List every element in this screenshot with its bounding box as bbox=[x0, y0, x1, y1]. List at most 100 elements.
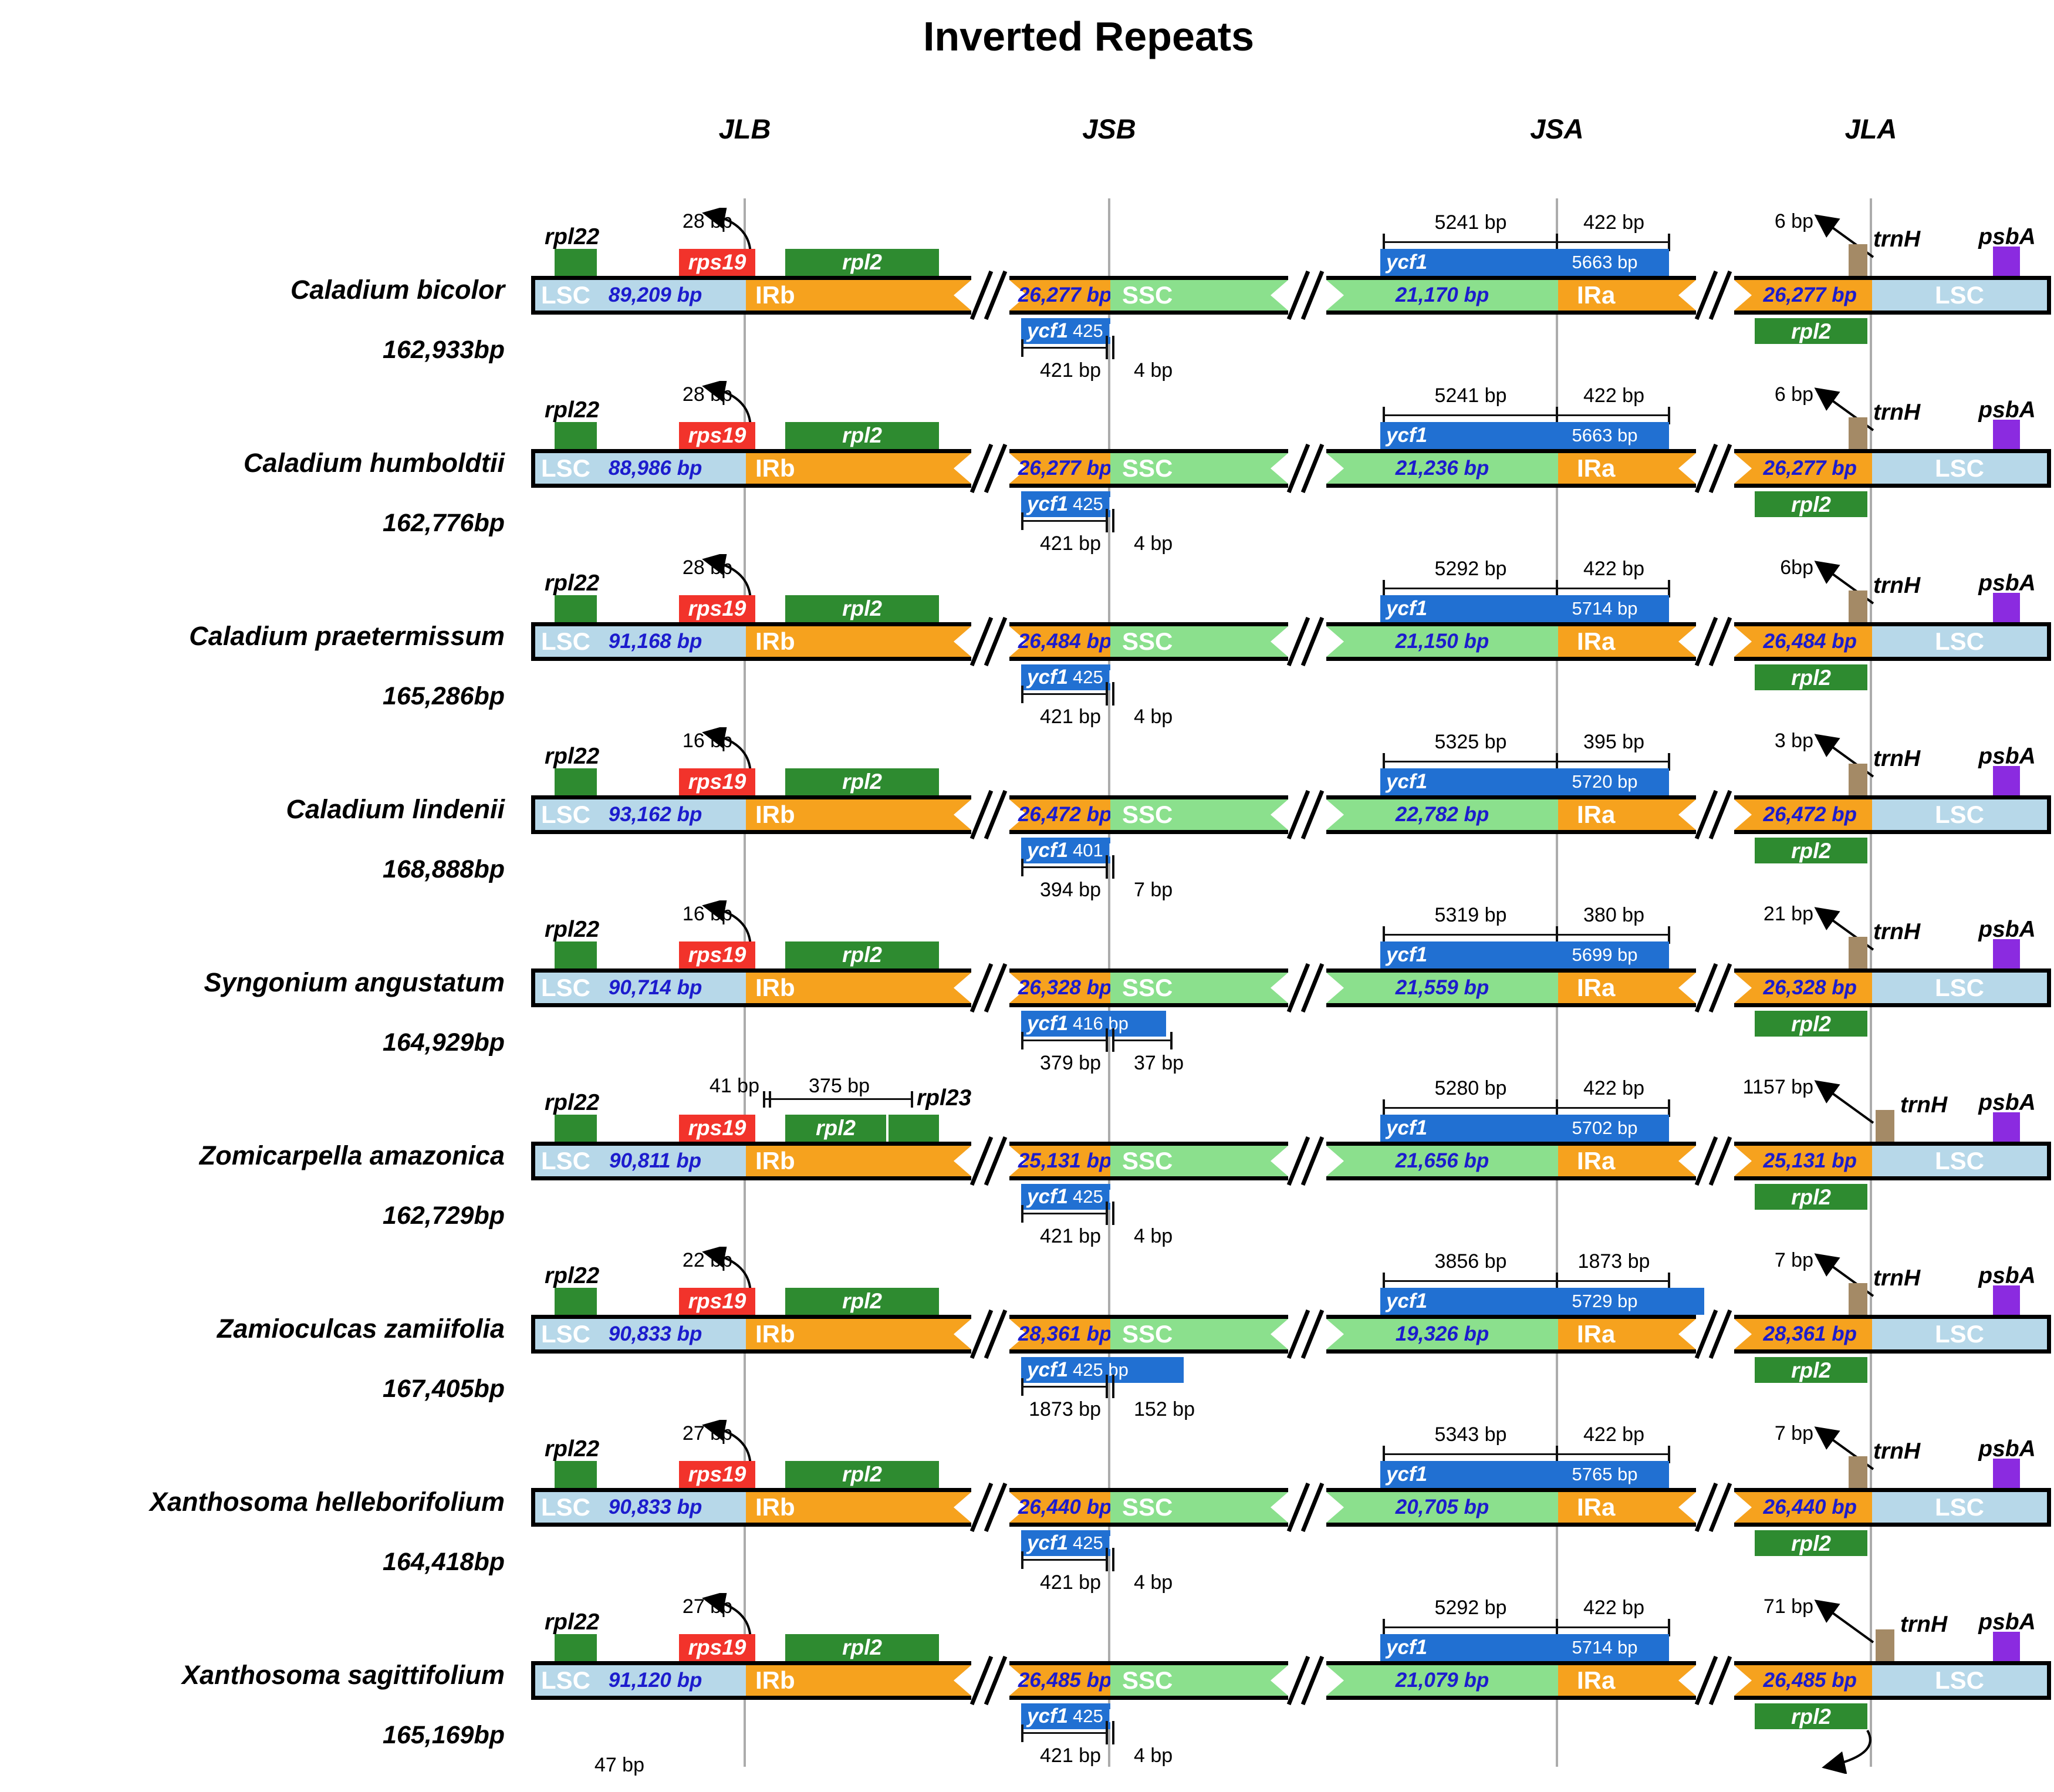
chevron-left-icon bbox=[954, 973, 971, 1003]
trnh-gene-label: trnH bbox=[1900, 1092, 1948, 1118]
rpl2-gene-box-jla: rpl2 bbox=[1755, 1703, 1867, 1729]
lsc-label: LSC bbox=[1935, 1493, 1984, 1521]
ruler-line bbox=[765, 1098, 912, 1100]
jsa-left-distance: 5280 bp bbox=[1434, 1077, 1507, 1099]
psba-gene-box bbox=[1993, 593, 2020, 622]
chevron-left-icon bbox=[954, 1146, 971, 1176]
ruler-tick bbox=[1668, 753, 1670, 771]
species-name: Zomicarpella amazonica bbox=[199, 1140, 505, 1170]
segment-ira: IRa bbox=[1558, 453, 1696, 484]
ruler-tick bbox=[1106, 509, 1108, 532]
rpl2-gene-box: rpl2 bbox=[785, 1461, 939, 1488]
lsc-length-value: 89,209 bp bbox=[608, 284, 702, 306]
ycf1-label: ycf1 bbox=[1386, 943, 1428, 966]
chevron-left-icon bbox=[954, 1492, 971, 1523]
segment-ir-at-jsb: 26,328 bp bbox=[1009, 973, 1112, 1003]
jla-arrow-icon bbox=[1814, 214, 1874, 258]
segment-irb: IRb bbox=[746, 1492, 971, 1523]
jla-junction-distance: 6 bp bbox=[1774, 383, 1813, 406]
ruler-tick bbox=[763, 1091, 765, 1108]
ssc-label: SSC bbox=[1122, 1147, 1173, 1175]
sequence-break-icon bbox=[1286, 1655, 1326, 1706]
rps19-gene-box: rps19 bbox=[679, 1634, 755, 1661]
rpl22-gene-box bbox=[555, 1634, 597, 1661]
rpl2-gene-box-jla: rpl2 bbox=[1755, 838, 1867, 863]
species-row: Zamioculcas zamiifolia 167,405bp rpl22 2… bbox=[0, 1227, 2054, 1420]
trnh-gene-box bbox=[1849, 937, 1867, 968]
segment-lsc-right: LSC bbox=[1872, 1319, 2047, 1349]
psba-gene-box bbox=[1993, 766, 2020, 795]
segment-ir-at-jsb: 25,131 bp bbox=[1009, 1146, 1112, 1176]
jsa-left-distance: 5292 bp bbox=[1434, 1597, 1507, 1619]
lsc-label: LSC bbox=[1935, 801, 1984, 828]
jsa-right-distance: 1873 bp bbox=[1577, 1250, 1650, 1273]
segment-lsc-right: LSC bbox=[1872, 626, 2047, 657]
rps19-label: rps19 bbox=[688, 423, 746, 447]
segment-ssc-left: SSC bbox=[1110, 453, 1288, 484]
ycf1-jsa-length: 5714 bp bbox=[1572, 1637, 1638, 1658]
rps19-label: rps19 bbox=[688, 770, 746, 794]
ruler-line bbox=[1558, 934, 1669, 936]
jsa-right-distance: 422 bp bbox=[1583, 1077, 1644, 1099]
ycf1-box-jsb: ycf1 425 bp bbox=[1021, 491, 1129, 517]
rpl2-label: rpl2 bbox=[1791, 1185, 1831, 1209]
rpl22-gene-label: rpl22 bbox=[545, 224, 600, 249]
ycf1-box-jsb: ycf1 416 bp bbox=[1021, 1011, 1166, 1037]
jla-arrow-icon bbox=[1814, 1253, 1874, 1297]
ycf1-box-jsa: ycf1 5702 bp bbox=[1380, 1115, 1669, 1142]
ruler-tick bbox=[1112, 1721, 1114, 1744]
rpl2-gene-box: rpl2 bbox=[785, 1288, 939, 1315]
segment-ir-at-jla: 26,277 bp bbox=[1734, 453, 1872, 484]
sequence-break-icon bbox=[1286, 963, 1326, 1013]
ruler-tick bbox=[1383, 1446, 1385, 1463]
irb-label: IRb bbox=[755, 974, 795, 1001]
ycf1-jsa-length: 5714 bp bbox=[1572, 598, 1638, 619]
ira-label: IRa bbox=[1577, 1320, 1616, 1348]
jsa-left-distance: 5241 bp bbox=[1434, 211, 1507, 234]
ir-length-value: 28,361 bp bbox=[1018, 1322, 1112, 1345]
jla-junction-distance: 1157 bp bbox=[1742, 1076, 1813, 1098]
ruler-tick bbox=[1106, 682, 1108, 706]
ruler-line bbox=[1022, 1386, 1107, 1388]
ruler-tick bbox=[1383, 407, 1385, 424]
genome-bar: LSC 89,209 bp IRb 26,277 bp SSC 21,170 b… bbox=[531, 270, 2051, 320]
chevron-left-icon bbox=[1271, 1146, 1288, 1176]
sequence-break-icon bbox=[969, 1309, 1009, 1359]
lsc-label: LSC bbox=[1935, 281, 1984, 309]
chevron-left-icon bbox=[954, 626, 971, 657]
segment-ssc-right: 22,782 bp bbox=[1326, 799, 1558, 830]
segment-ir-at-jsb: 26,440 bp bbox=[1009, 1492, 1112, 1523]
chevron-left-icon bbox=[1271, 280, 1288, 311]
rpl23-gene-label: rpl23 bbox=[917, 1085, 972, 1111]
psba-gene-box bbox=[1993, 420, 2020, 449]
jsa-left-distance: 5343 bp bbox=[1434, 1423, 1507, 1446]
jsb-right-distance: 152 bp bbox=[1134, 1398, 1195, 1420]
ir-length-value: 26,277 bp bbox=[1018, 284, 1112, 306]
ruler-line bbox=[1384, 588, 1557, 589]
psba-gene-box bbox=[1993, 1112, 2020, 1142]
jsb-left-distance: 394 bp bbox=[1040, 879, 1101, 901]
ruler-tick bbox=[1112, 1375, 1114, 1398]
ruler-line bbox=[1384, 1280, 1557, 1282]
rps19-label: rps19 bbox=[688, 1116, 746, 1140]
ruler-tick bbox=[1556, 1446, 1558, 1463]
ssc-label: SSC bbox=[1122, 974, 1173, 1001]
lsc-length-value: 93,162 bp bbox=[608, 803, 702, 826]
ir-length-value: 26,472 bp bbox=[1018, 803, 1112, 826]
psba-gene-label: psbA bbox=[1978, 917, 2036, 942]
ir-length-value: 26,277 bp bbox=[1763, 457, 1857, 480]
ir-length-value: 26,328 bp bbox=[1018, 976, 1112, 999]
rpl2-label: rpl2 bbox=[816, 1116, 856, 1140]
chevron-right-icon bbox=[1734, 973, 1752, 1003]
lsc-label: LSC bbox=[541, 1320, 590, 1348]
jla-junction-distance: 6bp bbox=[1780, 556, 1813, 579]
ruler-tick bbox=[1383, 1619, 1385, 1636]
lsc-label: LSC bbox=[541, 281, 590, 309]
psba-gene-label: psbA bbox=[1978, 571, 2036, 596]
ruler-line bbox=[1384, 761, 1557, 762]
ir-length-value: 25,131 bp bbox=[1018, 1149, 1112, 1172]
rpl2-label: rpl2 bbox=[1791, 666, 1831, 690]
segment-lsc-left: LSC 91,120 bp bbox=[535, 1665, 746, 1696]
irb-label: IRb bbox=[755, 1320, 795, 1348]
species-row: Caladium humboldtii 162,776bp rpl22 28 b… bbox=[0, 361, 2054, 555]
